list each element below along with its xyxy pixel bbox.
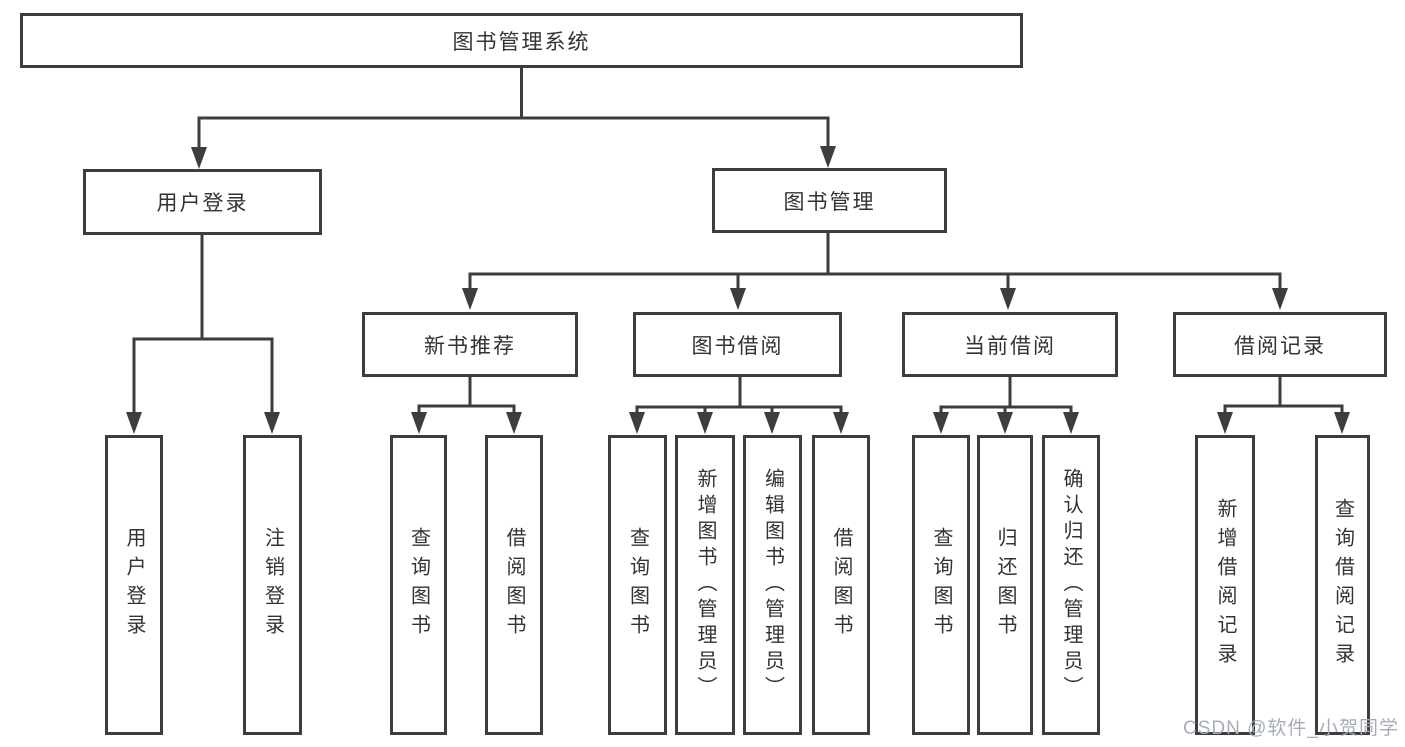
connector-new-book-rec-branch bbox=[417, 375, 516, 415]
leaf-add-borrow-record-label: 新增借阅记录 bbox=[1214, 498, 1236, 672]
leaf-query-borrow-record: 查询借阅记录 bbox=[1315, 435, 1370, 735]
node-book-borrowing: 图书借阅 bbox=[633, 312, 842, 377]
leaf-add-borrow-record: 新增借阅记录 bbox=[1195, 435, 1255, 735]
leaf-query-books-current-label: 查询图书 bbox=[930, 527, 952, 643]
leaf-return-books-label: 归还图书 bbox=[994, 527, 1016, 643]
leaf-confirm-return-admin: 确认归还（管理员） bbox=[1042, 435, 1100, 735]
node-book-borrowing-label: 图书借阅 bbox=[691, 334, 784, 358]
node-root: 图书管理系统 bbox=[20, 13, 1023, 68]
leaf-user-login: 用户登录 bbox=[105, 435, 163, 735]
node-new-book-recommend-label: 新书推荐 bbox=[424, 334, 516, 358]
leaf-borrow-books: 借阅图书 bbox=[812, 435, 870, 735]
leaf-edit-books-admin: 编辑图书（管理员） bbox=[743, 435, 802, 735]
connector-borrow-records-branch bbox=[1223, 375, 1344, 415]
leaf-logout-label: 注销登录 bbox=[261, 527, 284, 643]
connector-book-mgmt-branch bbox=[468, 231, 1282, 292]
leaf-query-borrow-record-label: 查询借阅记录 bbox=[1331, 498, 1354, 672]
leaf-add-books-admin-label: 新增图书（管理员） bbox=[694, 468, 716, 702]
leaf-borrow-books-recommend: 借阅图书 bbox=[485, 435, 543, 735]
connector-user-login-branch bbox=[132, 233, 274, 415]
leaf-edit-books-admin-label: 编辑图书（管理员） bbox=[761, 468, 784, 702]
node-book-management-label: 图书管理 bbox=[783, 190, 876, 214]
leaf-query-books-borrow: 查询图书 bbox=[608, 435, 667, 735]
connector-current-borrow-branch bbox=[939, 375, 1073, 415]
node-current-borrowing-label: 当前借阅 bbox=[964, 334, 1056, 358]
node-borrow-records: 借阅记录 bbox=[1173, 312, 1387, 377]
arrowheads bbox=[126, 146, 1350, 434]
leaf-user-login-label: 用户登录 bbox=[123, 527, 145, 643]
node-new-book-recommend: 新书推荐 bbox=[362, 312, 578, 377]
leaf-borrow-books-recommend-label: 借阅图书 bbox=[503, 527, 525, 643]
leaf-query-books-current: 查询图书 bbox=[912, 435, 970, 735]
node-root-label: 图书管理系统 bbox=[452, 30, 591, 54]
leaf-logout: 注销登录 bbox=[243, 435, 302, 735]
leaf-query-books-recommend: 查询图书 bbox=[390, 435, 447, 735]
connector-root-to-level2 bbox=[197, 66, 830, 150]
leaf-confirm-return-admin-label: 确认归还（管理员） bbox=[1060, 468, 1082, 702]
node-borrow-records-label: 借阅记录 bbox=[1234, 334, 1326, 358]
node-user-login-label: 用户登录 bbox=[156, 192, 249, 215]
csdn-watermark: CSDN @软件_小贺同学 bbox=[1183, 718, 1399, 739]
leaf-query-books-recommend-label: 查询图书 bbox=[407, 527, 430, 643]
leaf-query-books-borrow-label: 查询图书 bbox=[626, 527, 649, 643]
connector-book-borrow-branch bbox=[635, 375, 843, 415]
leaf-return-books: 归还图书 bbox=[977, 435, 1033, 735]
node-book-management: 图书管理 bbox=[712, 168, 947, 233]
leaf-borrow-books-label: 借阅图书 bbox=[830, 527, 852, 643]
leaf-add-books-admin: 新增图书（管理员） bbox=[675, 435, 735, 735]
node-current-borrowing: 当前借阅 bbox=[902, 312, 1118, 377]
node-user-login: 用户登录 bbox=[83, 169, 322, 235]
